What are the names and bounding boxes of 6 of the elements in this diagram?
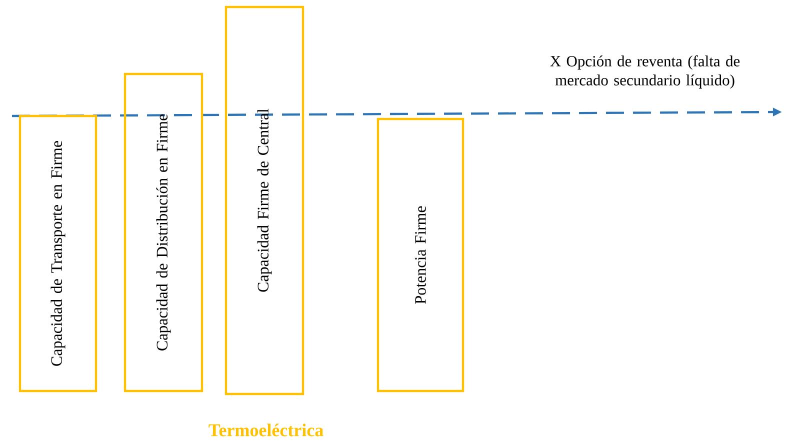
- caption: Termoeléctrica: [208, 424, 324, 436]
- rotated-box: Capacidad de Distribución en Firme: [124, 72, 204, 392]
- rotated-box: Capacidad Firme de Central: [224, 6, 304, 396]
- arrow-label: X Opción de reventa (falta de mercado secundario líquido): [550, 55, 740, 89]
- rotated-box: Potencia Firme: [376, 118, 464, 392]
- rotated-box: Capacidad de Transporte en Firme: [18, 114, 98, 392]
